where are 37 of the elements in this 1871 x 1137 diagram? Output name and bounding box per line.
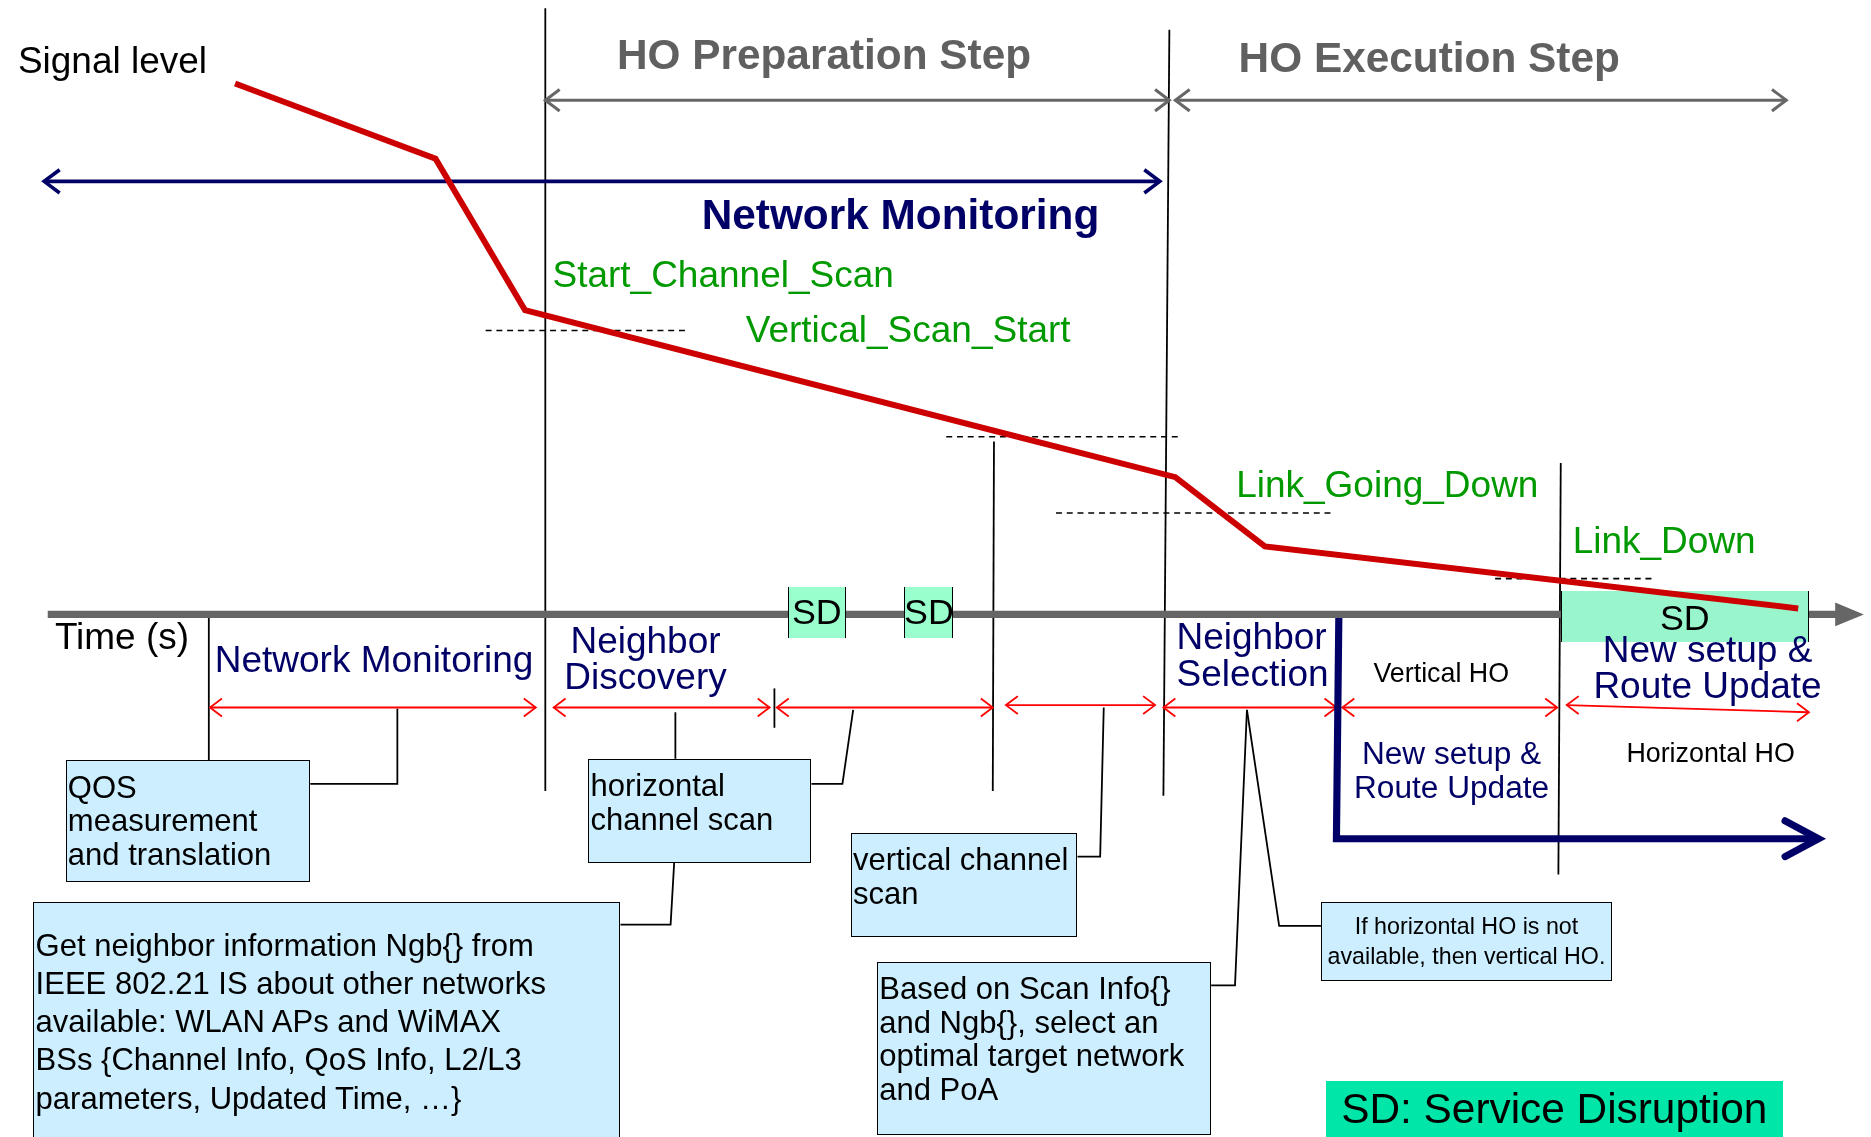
phase-label: Neighbor Selection [1176,618,1330,693]
phase-label: Network Monitoring [214,640,534,678]
callout-box [65,760,311,882]
axis-label: Time (s) [54,616,190,658]
box-text: horizontal channel scan [590,769,775,837]
axis-label: Signal level [17,40,208,82]
phase-label: Vertical HO [1373,658,1510,689]
phase-label: Neighbor Discovery [563,622,728,695]
box-text: SD [791,592,842,634]
box-text: SD: Service Disruption [1341,1085,1768,1134]
box-text: SD [904,592,954,634]
callout-box [1320,902,1613,981]
callout-box [850,832,1078,937]
leader-line [1076,706,1105,858]
phase-label: New setup & Route Update [1353,737,1551,804]
leader-line [309,707,399,785]
leader-line [619,861,676,926]
event-label: Start_Channel_Scan [552,255,894,296]
event-label: Link_Going_Down [1236,465,1539,507]
step-title: HO Preparation Step [616,32,1032,79]
box-text: Get neighbor information Ngb{} from IEEE 802.21 IS about other networks available: WLAN APs and WiMAX BSs {Channel Info, QoS Info, L2/L3 parameters, Updated Time, …} [35,926,547,1118]
event-label: Link_Down [1572,521,1756,563]
legend-box [1325,1081,1783,1137]
leader-line [674,711,677,760]
box-text: Based on Scan Info{} and Ngb{}, select an optimal target network and PoA [879,972,1186,1107]
step-title: HO Execution Step [1238,34,1620,82]
box-text: If horizontal HO is not available, then vertical HO. [1326,912,1607,972]
box-text: vertical channel scan [852,843,1070,911]
callout-box [877,961,1212,1135]
box-text: QOS measurement and translation [67,770,273,872]
phase-label: Horizontal HO [1626,738,1795,769]
callout-box [33,902,621,1137]
phase-title: Network Monitoring [701,192,1100,239]
leader-line [1246,709,1322,927]
event-label: Vertical_Scan_Start [745,310,1071,351]
leader-line [810,709,855,785]
callout-box [588,758,812,863]
